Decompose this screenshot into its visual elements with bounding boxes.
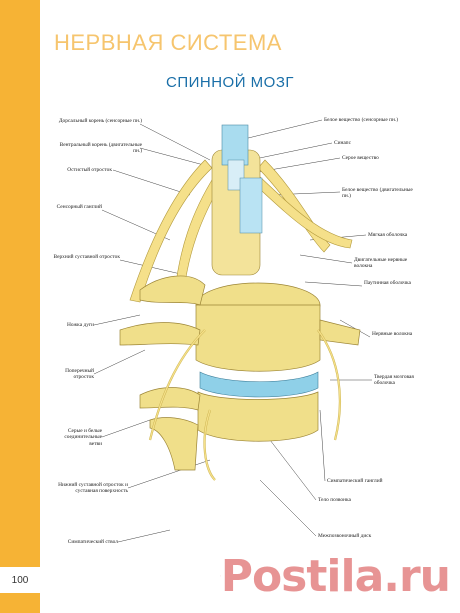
- watermark: Postila.ru: [220, 545, 451, 607]
- label-nerve-fibers: Нервные волокна: [372, 331, 413, 337]
- label-sympathetic-ganglion: Симпатический ганглий: [327, 478, 383, 484]
- label-dorsal-root: Дорсальный корень (сенсорные пн.): [58, 118, 142, 124]
- label-rami-communicantes: Серые и белые соединительные ветви: [64, 428, 102, 447]
- label-arachnoid: Паутинная оболочка: [364, 280, 411, 286]
- label-dura-mater: Твердая мозговая оболочка: [374, 374, 414, 387]
- section-title: НЕРВНАЯ СИСТЕМА: [54, 30, 282, 55]
- label-gray-matter: Серое вещество: [342, 155, 379, 161]
- label-sensory-ganglion: Сенсорный ганглий: [56, 204, 102, 210]
- page-title: СПИННОЙ МОЗГ: [165, 74, 295, 91]
- label-motor-nerve-fibers: Двигательные нервные волокна: [354, 257, 408, 270]
- label-spinous-process: Остистый отросток: [67, 167, 112, 173]
- label-ventral-root: Вентральный корень (двигательные пн.): [59, 142, 142, 155]
- page-number: 100: [0, 567, 40, 593]
- label-intervertebral-disc: Межпозвоночный диск: [318, 533, 372, 539]
- side-bar: [0, 0, 40, 613]
- label-transverse-process: Поперечный отросток: [65, 368, 94, 381]
- label-white-matter-motor: Белое вещество (двигательные пн.): [342, 187, 413, 200]
- label-superior-articular-process: Верхний суставной отросток: [53, 254, 120, 260]
- label-synapse: Синапс: [334, 140, 351, 146]
- label-vertebral-body: Тело позвонка: [318, 497, 351, 503]
- label-inferior-articular-process: Нижний суставной отросток и суставная по…: [58, 482, 128, 495]
- label-pia-mater: Мягкая оболочка: [368, 232, 408, 238]
- label-pedicle: Ножка дуги: [67, 322, 94, 328]
- watermark-text: Postila.ru: [220, 550, 451, 602]
- label-sympathetic-trunk: Симпатический ствол: [67, 539, 118, 545]
- label-white-matter-sensory: Белое вещество (сенсорные пн.): [324, 117, 399, 123]
- pencil-icon: [220, 575, 221, 577]
